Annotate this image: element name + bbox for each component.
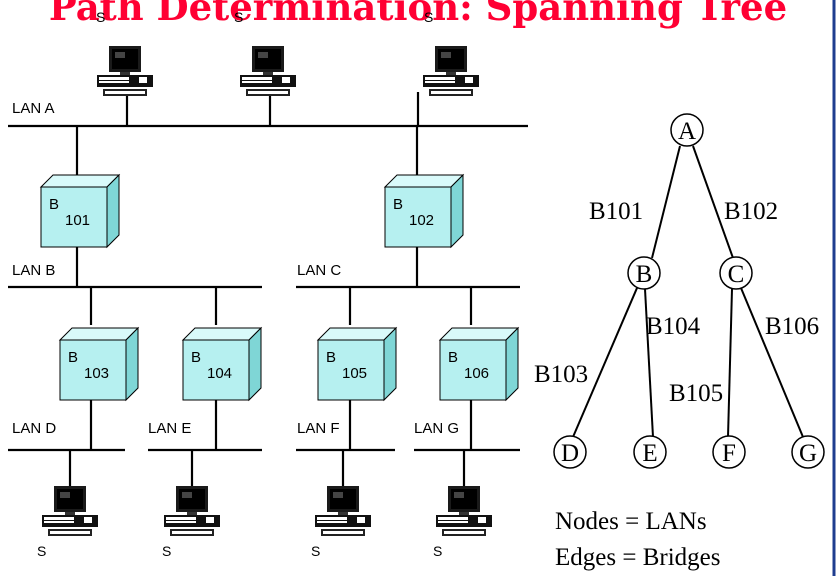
legend-edges: Edges = Bridges bbox=[555, 544, 720, 571]
bridge-side-face bbox=[383, 326, 397, 402]
bridge-number: 104 bbox=[207, 365, 232, 382]
station-bottom-d: S bbox=[37, 486, 98, 559]
bridge-side-face bbox=[450, 173, 464, 249]
bridges: B 101 B 102 B 103 B 104 B bbox=[39, 173, 520, 402]
bridge-105: B 105 bbox=[316, 326, 398, 402]
svg-text:F: F bbox=[722, 440, 736, 467]
tree-node-a: A bbox=[670, 113, 704, 147]
lan-b-label: LAN B bbox=[12, 262, 55, 279]
bridge-102: B 102 bbox=[383, 173, 465, 249]
spanning-tree: A B C D E F G B101 B102 B103 B104 B1 bbox=[534, 113, 825, 469]
bridge-top-face bbox=[181, 327, 263, 341]
tree-node-b: B bbox=[627, 256, 661, 290]
station-label: S bbox=[37, 543, 46, 559]
computer-icon bbox=[97, 46, 153, 96]
station-bottom-e: S bbox=[162, 486, 220, 559]
bridge-106: B 106 bbox=[438, 326, 520, 402]
station-top-1: S bbox=[96, 9, 153, 96]
bridge-letter: B bbox=[68, 349, 78, 366]
station-label: S bbox=[234, 9, 243, 25]
lan-d-label: LAN D bbox=[12, 420, 56, 437]
computer-icon bbox=[436, 486, 492, 536]
lan-g-label: LAN G bbox=[414, 420, 459, 437]
svg-text:D: D bbox=[561, 440, 579, 467]
bridge-number: 102 bbox=[409, 212, 434, 229]
tree-edge-label-b102: B102 bbox=[724, 198, 778, 225]
bridge-front-face bbox=[182, 339, 250, 401]
tree-edge-b103 bbox=[572, 287, 638, 438]
bridge-front-face bbox=[59, 339, 127, 401]
svg-text:B: B bbox=[636, 261, 653, 288]
bridge-104: B 104 bbox=[181, 326, 263, 402]
tree-edge-label-b104: B104 bbox=[646, 313, 701, 340]
station-label: S bbox=[96, 9, 105, 25]
bridge-letter: B bbox=[191, 349, 201, 366]
bridge-front-face bbox=[439, 339, 507, 401]
bridge-number: 106 bbox=[464, 365, 489, 382]
bridge-letter: B bbox=[393, 196, 403, 213]
station-bottom-g: S bbox=[433, 486, 492, 559]
legend-nodes: Nodes = LANs bbox=[555, 508, 707, 535]
computer-icon bbox=[42, 486, 98, 536]
bridge-number: 103 bbox=[84, 365, 109, 382]
station-bottom-f: S bbox=[311, 486, 371, 559]
svg-text:E: E bbox=[642, 440, 657, 467]
bridge-side-face bbox=[106, 173, 120, 249]
computer-icon bbox=[423, 46, 479, 96]
tree-edge-label-b101: B101 bbox=[589, 198, 643, 225]
tree-edge-label-b103: B103 bbox=[534, 361, 588, 388]
computer-icon bbox=[240, 46, 296, 96]
svg-text:G: G bbox=[799, 440, 817, 467]
tree-node-d: D bbox=[553, 435, 587, 469]
tree-node-c: C bbox=[719, 256, 753, 290]
station-label: S bbox=[424, 9, 433, 25]
bridge-top-face bbox=[316, 327, 398, 341]
bridge-top-face bbox=[58, 327, 140, 341]
station-top-3: S bbox=[423, 9, 479, 96]
station-label: S bbox=[433, 543, 442, 559]
svg-text:C: C bbox=[728, 261, 745, 288]
bridge-front-face bbox=[317, 339, 385, 401]
bridge-side-face bbox=[505, 326, 519, 402]
tree-edge-label-b106: B106 bbox=[765, 313, 819, 340]
lan-e-label: LAN E bbox=[148, 420, 191, 437]
bridge-side-face bbox=[248, 326, 262, 402]
lan-f-label: LAN F bbox=[297, 420, 340, 437]
station-label: S bbox=[311, 543, 320, 559]
tree-edge-b105 bbox=[727, 288, 733, 438]
bridge-front-face bbox=[40, 186, 108, 248]
bridge-number: 101 bbox=[65, 212, 90, 229]
bridge-number: 105 bbox=[342, 365, 367, 382]
bridge-front-face bbox=[384, 186, 452, 248]
station-top-2: S bbox=[234, 9, 296, 96]
page-title: Path Determination: Spanning Tree bbox=[49, 0, 787, 29]
computer-icon bbox=[315, 486, 371, 536]
bridge-103: B 103 bbox=[58, 326, 140, 402]
tree-edge-b106 bbox=[740, 287, 804, 438]
bridge-letter: B bbox=[49, 196, 59, 213]
bridge-top-face bbox=[39, 174, 121, 188]
svg-text:A: A bbox=[678, 118, 696, 145]
tree-edge-b101 bbox=[651, 145, 681, 259]
bridge-letter: B bbox=[448, 349, 458, 366]
tree-node-g: G bbox=[791, 435, 825, 469]
tree-node-e: E bbox=[633, 435, 667, 469]
bridge-top-face bbox=[383, 174, 465, 188]
bridge-letter: B bbox=[326, 349, 336, 366]
bridge-101: B 101 bbox=[39, 173, 121, 249]
lan-a-label: LAN A bbox=[12, 100, 55, 117]
station-label: S bbox=[162, 543, 171, 559]
computer-icon bbox=[164, 486, 220, 536]
bridge-side-face bbox=[125, 326, 139, 402]
tree-node-f: F bbox=[712, 435, 746, 469]
tree-edge-label-b105: B105 bbox=[669, 380, 723, 407]
tree-edge-b104 bbox=[644, 288, 654, 438]
tree-edge-b102 bbox=[692, 145, 734, 259]
lan-c-label: LAN C bbox=[297, 262, 341, 279]
bridge-top-face bbox=[438, 327, 520, 341]
